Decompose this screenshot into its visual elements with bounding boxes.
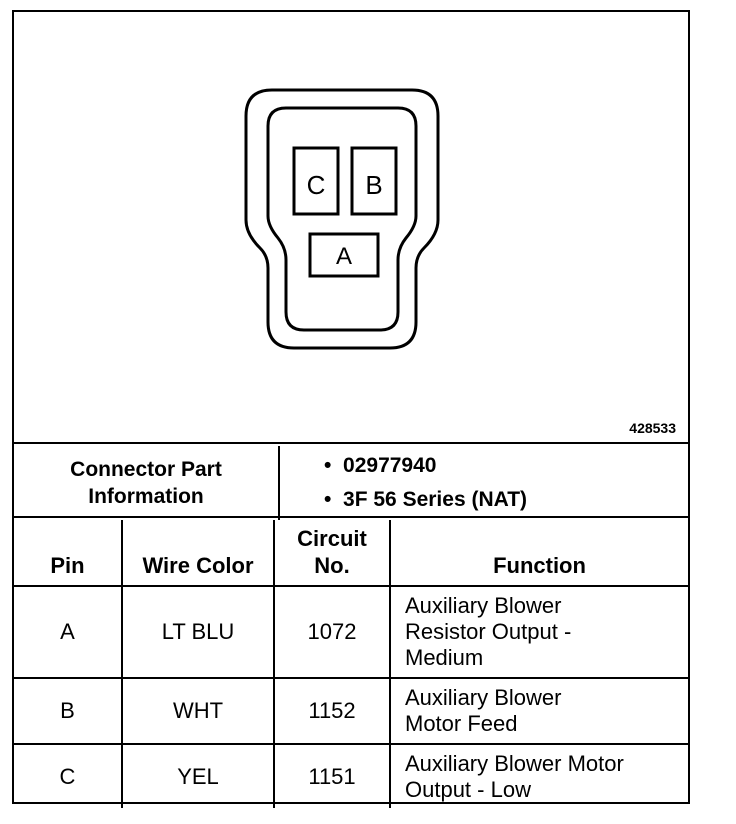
pin-b-label: B — [365, 170, 382, 200]
header-circuit-no: Circuit No. — [273, 520, 391, 587]
pin-c-cavity — [292, 146, 340, 216]
row-pin: B — [14, 677, 123, 745]
function-line: Auxiliary Blower Motor — [405, 750, 624, 776]
row-function: Auxiliary Blower Resistor Output - Mediu… — [389, 585, 688, 679]
connector-diagram: C B A — [244, 88, 440, 350]
header-circuit-line2: No. — [314, 553, 350, 578]
row-wire-color: YEL — [121, 743, 275, 808]
table-row: C YEL 1151 Auxiliary Blower Motor Output… — [14, 743, 688, 808]
row-wire-color: LT BLU — [121, 585, 275, 679]
function-line: Resistor Output - — [405, 619, 572, 644]
header-circuit-line1: Circuit — [297, 526, 367, 551]
row-circuit: 1151 — [273, 743, 391, 808]
row-circuit: 1072 — [273, 585, 391, 679]
part-number: 02977940 — [343, 454, 437, 477]
function-line: Auxiliary Blower — [405, 685, 562, 710]
function-line: Auxiliary Blower — [405, 593, 562, 618]
connector-series: 3F 56 Series (NAT) — [343, 488, 528, 511]
connector-end-view-frame: C B A 428533 Connector Part Information … — [12, 10, 690, 808]
row-pin: A — [14, 585, 123, 679]
series-item: • 3F 56 Series (NAT) — [324, 488, 528, 511]
pin-c-label: C — [307, 170, 326, 200]
section-divider — [14, 442, 688, 444]
table-row: A LT BLU 1072 Auxiliary Blower Resistor … — [14, 585, 688, 679]
pin-table-header: Pin Wire Color Circuit No. Function — [14, 520, 688, 587]
connector-housing-outer — [244, 88, 440, 350]
function-line: Medium — [405, 645, 484, 670]
pin-a-label: A — [336, 243, 352, 270]
row-pin: C — [14, 743, 123, 808]
table-row: B WHT 1152 Auxiliary Blower Motor Feed — [14, 677, 688, 745]
function-line: Motor Feed — [405, 711, 518, 736]
header-wire-color: Wire Color — [121, 520, 275, 587]
pin-b-cavity — [350, 146, 398, 216]
part-number-item: • 02977940 — [324, 454, 437, 477]
pin-table: Pin Wire Color Circuit No. Function A LT… — [14, 520, 688, 808]
connector-housing-inner — [266, 106, 418, 332]
connector-part-label-line1: Connector Part — [70, 458, 222, 481]
pin-a-cavity — [308, 232, 380, 278]
row-function: Auxiliary Blower Motor Output - Low — [389, 743, 688, 808]
header-pin: Pin — [14, 520, 123, 587]
function-line: Output - Low — [405, 776, 531, 802]
connector-part-values: • 02977940 • 3F 56 Series (NAT) — [279, 446, 688, 520]
connector-part-info: Connector Part Information • 02977940 • … — [14, 446, 688, 520]
row-wire-color: WHT — [121, 677, 275, 745]
section-divider — [14, 516, 688, 518]
connector-part-info-label: Connector Part Information — [14, 446, 280, 520]
connector-part-label-line2: Information — [88, 485, 204, 508]
header-function: Function — [389, 520, 688, 587]
figure-id: 428533 — [629, 420, 676, 436]
row-circuit: 1152 — [273, 677, 391, 745]
row-function: Auxiliary Blower Motor Feed — [389, 677, 688, 745]
